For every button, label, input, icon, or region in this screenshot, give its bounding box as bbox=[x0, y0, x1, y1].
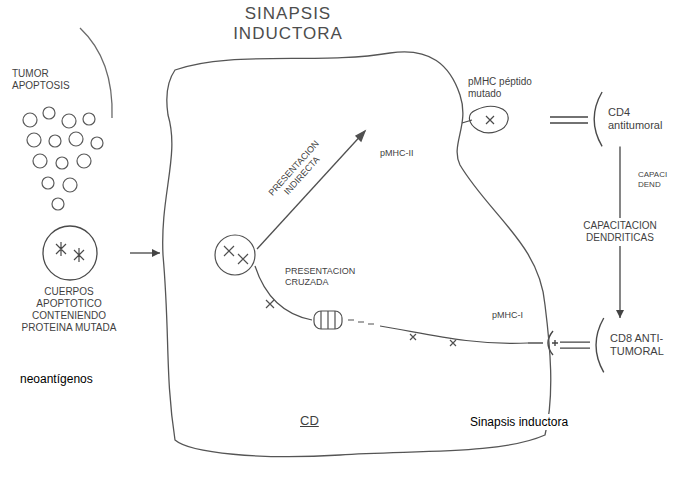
node-text: CD8 ANTI-TUMORAL bbox=[610, 332, 672, 358]
apoptotic-body-shape bbox=[8, 222, 130, 284]
node-box: CD8 ANTI-TUMORAL bbox=[590, 318, 676, 372]
node-text: CUERPOS APOPTOTICO CONTENIENDO PROTEINA … bbox=[12, 286, 126, 334]
node-box: CUERPOS APOPTOTICO CONTENIENDO PROTEINA … bbox=[8, 222, 130, 338]
annotation-label: neoantígenos bbox=[20, 372, 93, 386]
annotation-label: pMHC-I bbox=[492, 310, 523, 321]
pmhc-ii-molecule bbox=[462, 102, 550, 138]
diagram-title: SINAPSIS INDUCTORA bbox=[218, 4, 358, 45]
phagosome bbox=[215, 235, 255, 275]
annotation-label: TUMOR APOPTOSIS bbox=[12, 68, 84, 92]
cross-presentation-path bbox=[255, 266, 528, 346]
node-text: pMHC péptido mutado bbox=[468, 76, 546, 100]
node-box: CD4 antitumoral bbox=[588, 92, 676, 146]
annotation-label: CAPACI DEND bbox=[638, 170, 676, 189]
indirect-presentation-arrow bbox=[257, 131, 365, 249]
apoptotic-bodies bbox=[23, 107, 103, 210]
connector-line bbox=[550, 117, 588, 123]
connector bbox=[560, 342, 590, 348]
node-box: pMHC péptido mutado bbox=[462, 72, 550, 138]
pmhc-i-symbol bbox=[528, 331, 558, 355]
node-text: CD bbox=[300, 413, 319, 429]
annotation-label: pMHC-II bbox=[380, 148, 414, 159]
connector bbox=[130, 249, 160, 257]
connector bbox=[550, 117, 588, 123]
annotation-label: PRESENTACION CRUZADA bbox=[285, 266, 375, 288]
connector-line bbox=[560, 342, 590, 348]
annotation-label: Sinapsis inductora bbox=[468, 414, 570, 430]
arrow-head bbox=[152, 249, 160, 257]
tumor-border bbox=[80, 28, 112, 118]
edge-label: CAPACITACION DENDRITICAS bbox=[572, 218, 668, 246]
arrow-head bbox=[616, 310, 624, 318]
node-text: CD4 antitumoral bbox=[608, 106, 672, 132]
annotation-label: PRESENTACION INDIRECTA bbox=[262, 134, 334, 211]
